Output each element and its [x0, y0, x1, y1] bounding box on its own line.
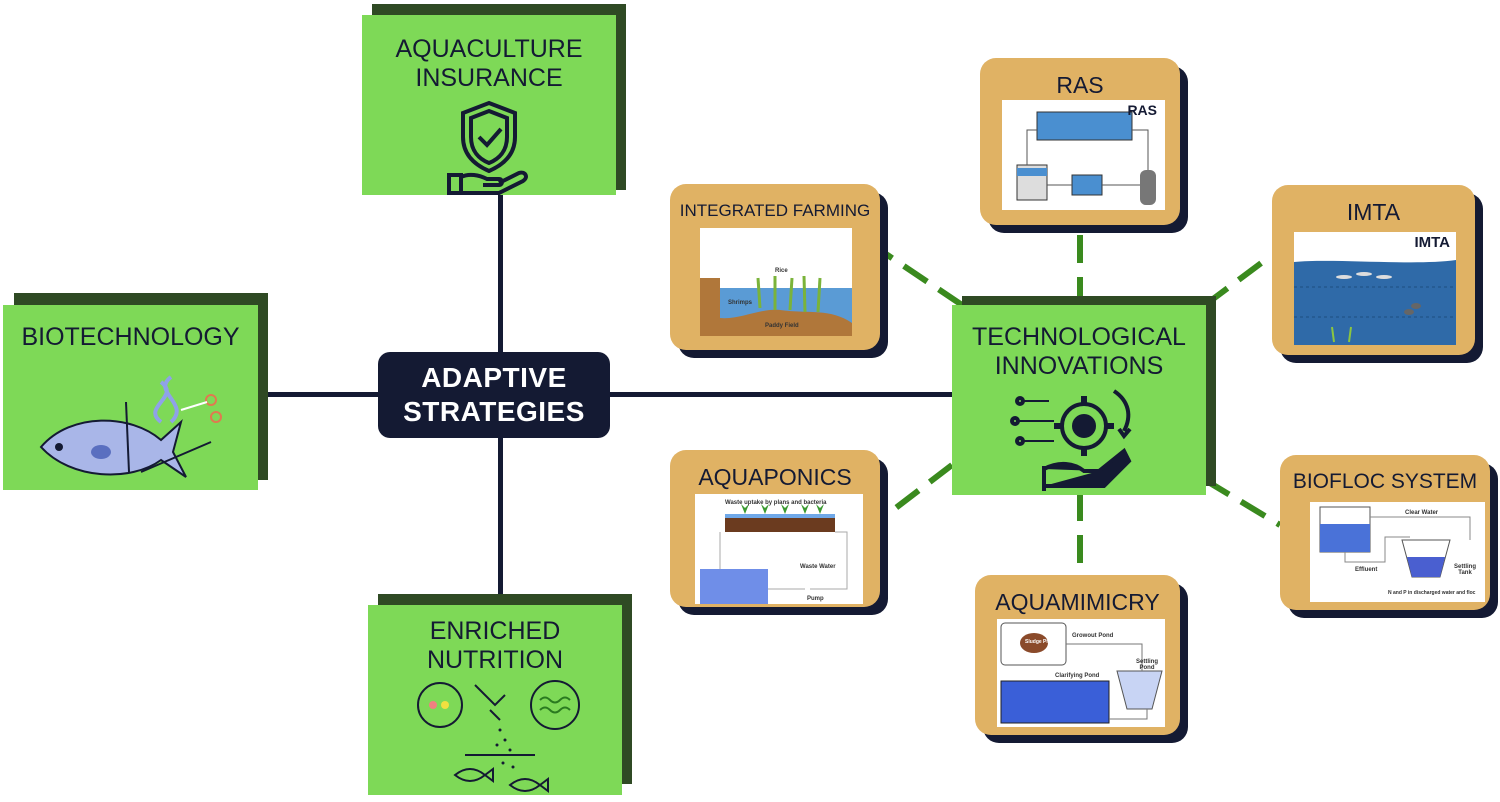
label-clear-water: Clear Water: [1405, 510, 1439, 516]
label-clarifying-pond: Clarifying Pond: [1055, 673, 1100, 679]
nutrition-title-1: ENRICHED: [429, 617, 561, 645]
ras-image: RAS: [1002, 100, 1165, 210]
tech-title-2: INNOVATIONS: [994, 352, 1164, 380]
biotech-title: BIOTECHNOLOGY: [21, 323, 240, 351]
gear-hand-icon: [1010, 389, 1132, 491]
label-shrimps: Shrimps: [728, 300, 753, 306]
integrated-farming-card: INTEGRATED FARMING Rice Shrimps Paddy Fi…: [670, 184, 880, 350]
insurance-title-1: AQUACULTURE: [395, 35, 583, 63]
biofloc-image: Clear Water Effluent Settling Tank N and…: [1310, 502, 1485, 602]
nutrition-title-2: NUTRITION: [426, 646, 564, 674]
enriched-nutrition-box: ENRICHED NUTRITION: [368, 605, 622, 795]
imta-image: IMTA: [1294, 232, 1456, 345]
aquaponics-image: Waste uptake by plans and bacteria Waste…: [695, 494, 863, 604]
ras-image-title: RAS: [1127, 102, 1157, 118]
tech-title-1: TECHNOLOGICAL: [972, 323, 1186, 351]
technological-innovations-box: TECHNOLOGICAL INNOVATIONS: [952, 305, 1206, 495]
aquamimicry-image: Growout Pond Settling Pond Clarifying Po…: [997, 619, 1165, 727]
ras-title: RAS: [1056, 72, 1104, 98]
biofloc-card: BIOFLOC SYSTEM Clear Water Effluent Sett…: [1280, 455, 1490, 610]
dash-to-imta: [1203, 252, 1274, 308]
imta-image-title: IMTA: [1414, 234, 1450, 251]
shield-check-hand-icon: [447, 100, 528, 195]
biotechnology-box: BIOTECHNOLOGY: [3, 305, 258, 490]
integrated-farming-title: INTEGRATED FARMING: [679, 201, 871, 220]
label-effluent: Effluent: [1355, 567, 1378, 573]
imta-card: IMTA IMTA: [1272, 185, 1475, 355]
center-title-2: STRATEGIES: [403, 396, 585, 427]
center-title-1: ADAPTIVE: [421, 362, 567, 393]
integrated-farming-image: Rice Shrimps Paddy Field: [700, 228, 852, 336]
adaptive-strategies-label: ADAPTIVE STRATEGIES: [378, 352, 610, 438]
dash-to-integrated: [878, 247, 964, 308]
label-settling-tank: Settling Tank: [1454, 564, 1476, 576]
label-waste-water: Waste Water: [800, 564, 836, 570]
aquamimicry-card: AQUAMIMICRY Growout Pond Settling Pond C…: [975, 575, 1180, 735]
dash-to-aquaponics: [878, 462, 954, 523]
label-settling-pond: Settling Pond: [1136, 659, 1158, 671]
dash-to-biofloc: [1203, 477, 1282, 528]
label-growout-pond: Growout Pond: [1072, 633, 1114, 639]
label-waste-uptake: Waste uptake by plans and bacteria: [725, 500, 827, 506]
label-sludge-pit: Sludge Pit: [1025, 639, 1050, 645]
label-n-and-p: N and P in discharged water and floc: [1388, 590, 1476, 596]
fish-dna-scissors-icon: [39, 375, 222, 478]
aquamimicry-title: AQUAMIMICRY: [995, 589, 1160, 615]
imta-title: IMTA: [1346, 199, 1401, 225]
label-pump: Pump: [807, 596, 824, 602]
aquaponics-card: AQUAPONICS Waste uptake by plans and bac…: [670, 450, 880, 607]
label-rice: Rice: [775, 268, 788, 274]
biofloc-title: BIOFLOC SYSTEM: [1292, 470, 1478, 493]
fish-feed-icon: [417, 680, 580, 793]
aquaponics-title: AQUAPONICS: [698, 464, 852, 490]
label-paddy-field: Paddy Field: [765, 323, 799, 329]
ras-card: RAS RAS: [980, 58, 1180, 225]
aquaculture-insurance-box: AQUACULTURE INSURANCE: [362, 15, 616, 195]
insurance-title-2: INSURANCE: [415, 64, 563, 92]
